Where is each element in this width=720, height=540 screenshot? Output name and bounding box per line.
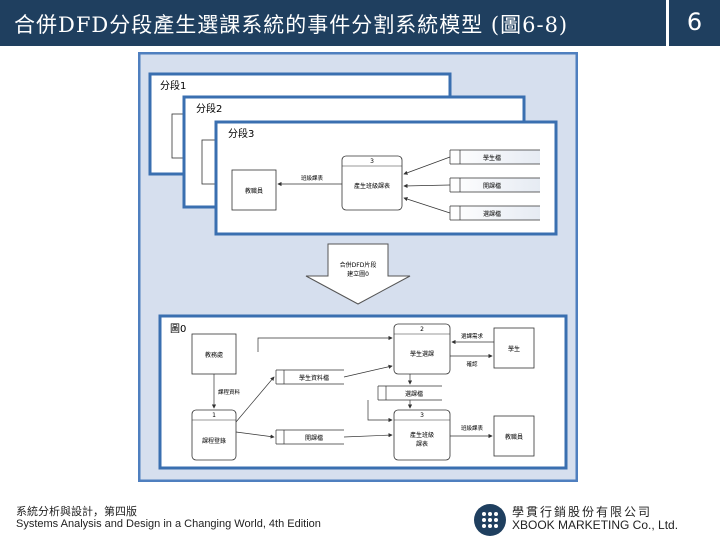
f3-process-label: 產生班級課表: [354, 182, 390, 190]
process-1: [191, 409, 237, 461]
svg-text:3: 3: [420, 412, 424, 419]
svg-text:教務處: 教務處: [205, 351, 223, 359]
svg-text:班級課表: 班級課表: [461, 424, 484, 432]
svg-text:學生選課: 學生選課: [410, 350, 434, 358]
f3-entity-box: [231, 169, 277, 211]
title-bar: 合併DFD分段產生選課系統的事件分割系統模型 (圖6-8): [0, 0, 666, 46]
svg-text:課程資料: 課程資料: [218, 388, 241, 396]
f3-store-2: 開課檔: [449, 177, 540, 193]
svg-text:選課檔: 選課檔: [483, 210, 501, 218]
store-student: 學生資料檔: [275, 369, 344, 385]
svg-text:教職員: 教職員: [505, 433, 523, 441]
fragment-1-label: 分段1: [160, 79, 186, 92]
svg-text:開課檔: 開課檔: [305, 434, 323, 442]
f3-process-box: [341, 155, 403, 211]
page-number: 6: [686, 8, 703, 36]
svg-text:學生檔: 學生檔: [483, 154, 501, 162]
process-2: [393, 323, 451, 375]
footer-publisher-en: XBOOK MARKETING Co., Ltd.: [512, 518, 679, 532]
dfd-diagram: 分段1 分段2 分段3 教職員 3 產生班級課表 班級課表 學生檔: [138, 52, 578, 482]
fragment-3-label: 分段3: [228, 127, 254, 140]
fragment-3: 分段3 教職員 3 產生班級課表 班級課表 學生檔 開課檔: [214, 120, 558, 236]
svg-text:課程登錄: 課程登錄: [202, 437, 226, 445]
svg-text:課表: 課表: [416, 440, 428, 448]
f3-process-num: 3: [370, 158, 374, 165]
merge-arrow-text-1: 合併DFD片段: [340, 261, 377, 269]
store-course: 開課檔: [275, 429, 344, 445]
svg-text:學生: 學生: [508, 345, 520, 353]
entity-faculty: [493, 415, 535, 457]
entity-admin: [191, 333, 237, 375]
svg-text:開課檔: 開課檔: [483, 182, 501, 190]
fragment-2-label: 分段2: [196, 102, 222, 115]
f3-store-3: 選課檔: [449, 205, 540, 221]
diagram-0: 圖0 教務處 學生 教職員 2 學生選課 1 課程登錄 3 產生班級 課表 學生…: [158, 314, 568, 470]
publisher-logo-icon: [474, 504, 506, 536]
svg-text:產生班級: 產生班級: [410, 431, 434, 439]
process-3: [393, 409, 451, 461]
entity-student: [493, 327, 535, 369]
footer-publisher-zh: 學貫行銷股份有限公司: [512, 505, 653, 519]
footer-book-title-zh: 系統分析與設計，第四版: [16, 505, 137, 518]
footer-book-title-en: Systems Analysis and Design in a Changin…: [16, 518, 321, 530]
f3-store-1: 學生檔: [449, 149, 540, 165]
slide-title: 合併DFD分段產生選課系統的事件分割系統模型 (圖6-8): [14, 13, 569, 37]
svg-text:學生資料檔: 學生資料檔: [299, 374, 329, 382]
svg-text:2: 2: [420, 326, 424, 333]
svg-text:選課檔: 選課檔: [405, 390, 423, 398]
f3-entity-label: 教職員: [245, 187, 263, 195]
diagram-0-title: 圖0: [170, 323, 186, 335]
merge-arrow-text-2: 建立圖0: [347, 270, 369, 278]
svg-text:1: 1: [212, 412, 216, 419]
merge-arrow: 合併DFD片段 建立圖0: [305, 243, 411, 305]
svg-text:選課需求: 選課需求: [461, 332, 484, 340]
f3-flow-label: 班級課表: [301, 174, 324, 182]
svg-text:確認: 確認: [466, 360, 478, 368]
page-number-box: 6: [666, 0, 720, 46]
